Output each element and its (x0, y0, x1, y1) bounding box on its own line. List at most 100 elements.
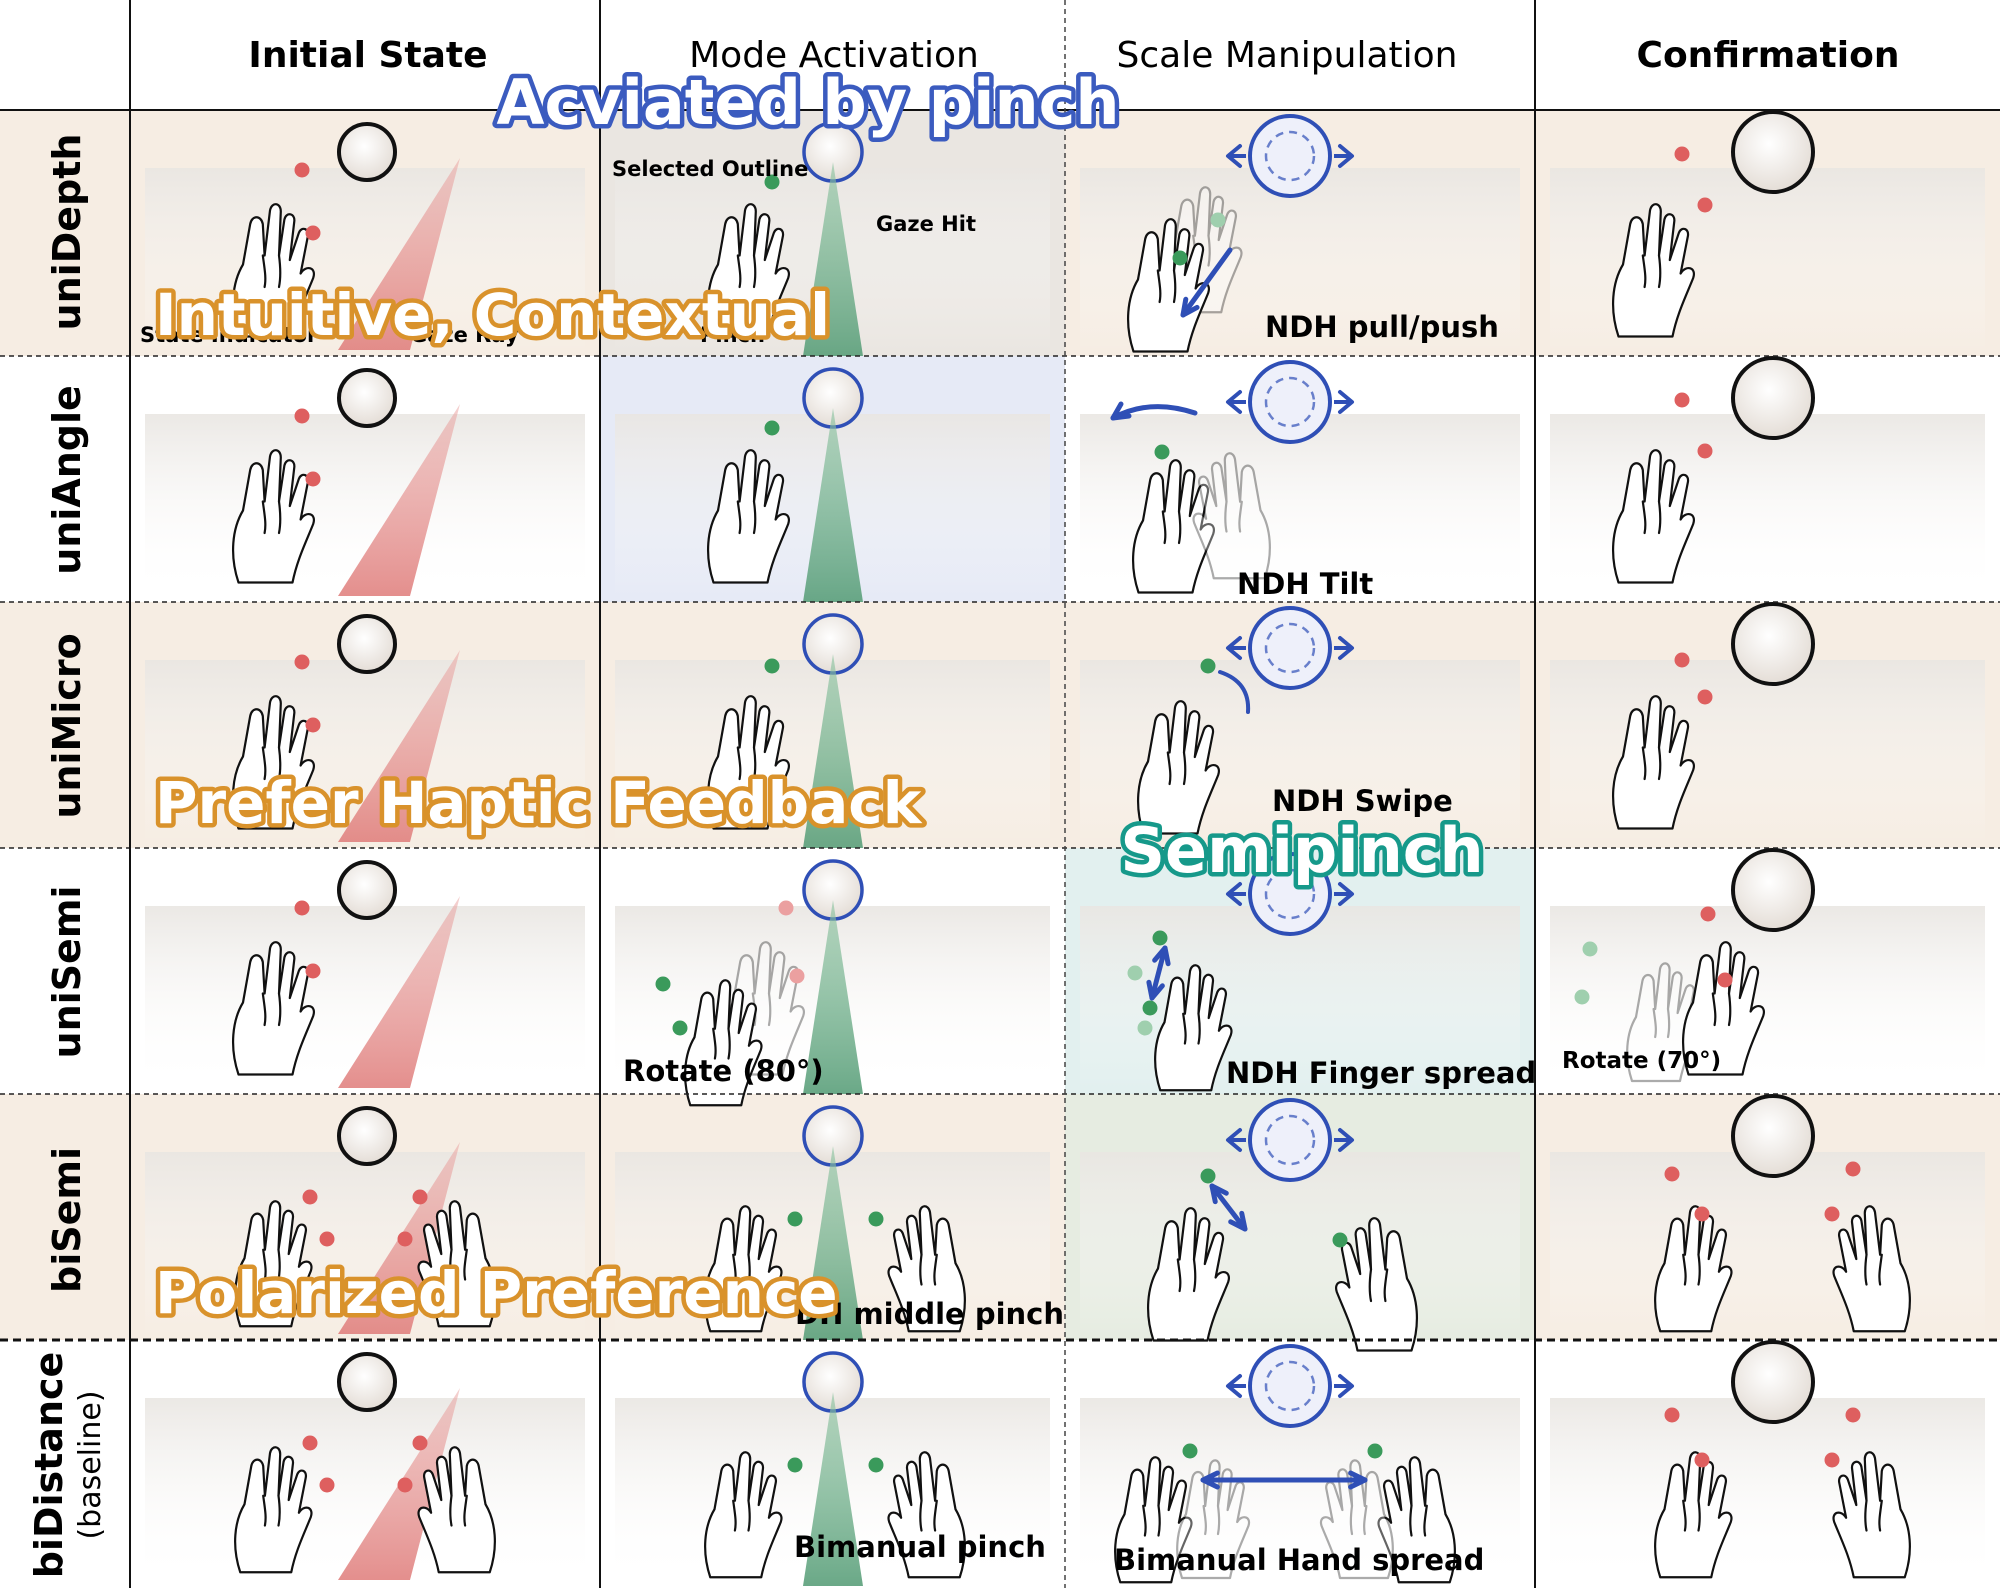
fingertip-dot-icon (1694, 1452, 1710, 1468)
hand-outline (1334, 1217, 1418, 1352)
fingertip-dot-icon (868, 1211, 884, 1227)
hand-crease (261, 746, 282, 781)
hand-outline (1132, 459, 1216, 594)
arrow-head-icon (1152, 945, 1171, 967)
arrow-icon (1226, 636, 1242, 660)
label-dh-middle-pinch: DH middle pinch (795, 1297, 1064, 1331)
col-header-confirmation: Confirmation (1637, 35, 1900, 76)
scale-widget-inner (1264, 622, 1316, 674)
hand-outline (232, 203, 316, 338)
fingertip-dot-icon (397, 1231, 413, 1247)
row-label-unisemi: uniSemi (45, 886, 89, 1059)
hand-icon (887, 1205, 966, 1333)
annotation-overlays: Acviated by pinch Intuitive, Contextual … (151, 62, 1489, 1332)
hand-icon (1154, 964, 1233, 1092)
arrow-icon (1338, 144, 1354, 168)
scale-widget-inner (1264, 130, 1316, 182)
col-header-scale-manipulation: Scale Manipulation (1117, 35, 1458, 76)
hand-icon (707, 695, 791, 830)
hand-crease (261, 500, 282, 535)
cell-labels: Selected Outline Gaze Hit State Indicato… (140, 157, 1721, 1577)
fingertip-dot-icon (1172, 250, 1188, 266)
target-circle-icon (1731, 1340, 1815, 1424)
overlay-prefer-haptic-feedback: Prefer Haptic Feedback (155, 769, 923, 837)
hand-icon (232, 695, 316, 830)
arrow-head-icon (1146, 979, 1165, 1001)
hand-crease (1641, 500, 1662, 535)
hand-outline (887, 1205, 966, 1333)
fingertip-dot-icon (764, 174, 780, 190)
fingertip-dot-icon (1367, 1443, 1383, 1459)
hand-crease (449, 1248, 468, 1281)
hand-icon (1832, 1451, 1911, 1579)
arrow-head-icon (1348, 1470, 1368, 1490)
hand-icon (234, 1200, 313, 1328)
hand-crease (1682, 1253, 1701, 1286)
scale-widget-inner (1264, 1114, 1316, 1166)
arrow-icon (1226, 882, 1242, 906)
fingertip-dot-icon (397, 1477, 413, 1493)
scale-widget-inner (1264, 868, 1316, 920)
hand-crease (1711, 992, 1732, 1027)
fingertip-dot-icon (294, 654, 310, 670)
scene-panel (1550, 1398, 1985, 1584)
hand-crease (736, 500, 757, 535)
fingertip-dot-icon (294, 162, 310, 178)
hand-crease (1142, 1504, 1161, 1537)
hand-outline (1612, 695, 1696, 830)
hand-outline (1147, 1207, 1231, 1342)
hand-outline (232, 695, 316, 830)
arrow-icon (1338, 1128, 1354, 1152)
scale-widget-icon (1248, 606, 1332, 690)
target-circle-icon (337, 368, 397, 428)
target-circle-icon (337, 1352, 397, 1412)
hand-icon (1114, 1456, 1193, 1584)
overlay-semipinch: Semipinch (1120, 814, 1483, 887)
row-labels: uniDepth uniAngle uniMicro uniSemi biSem… (27, 134, 108, 1579)
fingertip-dot-icon (778, 900, 794, 916)
hand-icon (1612, 695, 1696, 830)
target-circle-icon (1731, 356, 1815, 440)
gaze-ray-icon (803, 162, 863, 356)
label-ndh-pull-push: NDH pull/push (1265, 310, 1499, 344)
row-label-bisemi: biSemi (45, 1147, 89, 1293)
hand-crease (262, 1494, 281, 1527)
fingertip-dot-icon (1154, 444, 1170, 460)
hand-outline (234, 1446, 313, 1574)
fingertip-dot-icon (305, 717, 321, 733)
col-header-initial-state: Initial State (248, 35, 487, 76)
fingertip-dot-icon (764, 658, 780, 674)
fingertip-dot-icon (302, 1189, 318, 1205)
gaze-ray-icon (338, 896, 460, 1088)
label-bimanual-hand-spread: Bimanual Hand spread (1114, 1543, 1484, 1577)
hand-outline (1682, 941, 1766, 1076)
hand-crease (1682, 1499, 1701, 1532)
row-label-bidistance: biDistance (27, 1352, 71, 1579)
hand-icon (1334, 1217, 1418, 1352)
target-circle-icon (337, 122, 397, 182)
arrow-icon (1338, 390, 1354, 414)
arrow-icon (1226, 390, 1242, 414)
hand-icon (232, 941, 316, 1076)
hand-icon (704, 1205, 783, 1333)
gaze-ray-icon (338, 650, 460, 842)
hand-crease (1176, 1258, 1197, 1293)
hand-icon (1612, 449, 1696, 584)
fingertip-dot-icon (305, 471, 321, 487)
gaze-ray-icon (803, 900, 863, 1094)
arrow-head-icon (1180, 296, 1200, 318)
hand-outline (704, 1205, 783, 1333)
hand-outline (232, 941, 316, 1076)
hand-outline (1176, 1459, 1251, 1580)
hand-crease (261, 254, 282, 289)
scale-widget-icon (1248, 1098, 1332, 1182)
fingertip-dot-icon (1200, 658, 1216, 674)
hand-icon (1377, 1456, 1456, 1584)
hand-outline (1612, 449, 1696, 584)
arrow-icon (1209, 1183, 1248, 1232)
scene-panel (1550, 906, 1985, 1090)
hand-icon (417, 1200, 496, 1328)
hand-outline (1192, 452, 1271, 580)
fingertip-dot-icon (655, 976, 671, 992)
fingertip-dot-icon (294, 408, 310, 424)
